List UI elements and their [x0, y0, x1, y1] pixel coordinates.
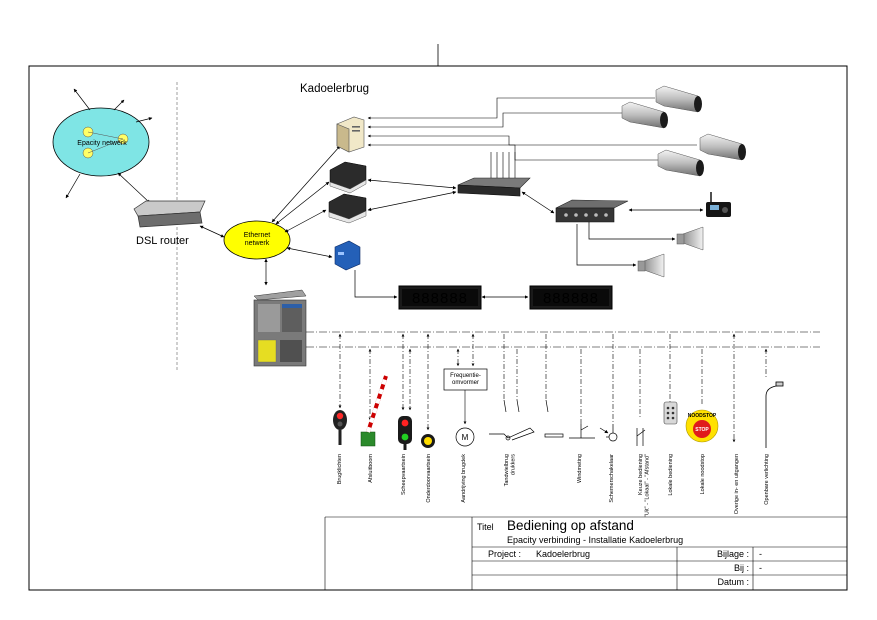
traffic-light-icon — [398, 416, 412, 450]
io-label: Brugklichten — [337, 454, 343, 484]
epacity-network-label: Epacity netwerk — [77, 140, 127, 147]
led-display-left-value: 888888 — [412, 290, 468, 307]
drawing-subtitle: Epacity verbinding - Installatie Kadoele… — [507, 535, 683, 545]
frequency-converter-label: Frequentie-omvormer — [450, 373, 481, 386]
serial-converter — [334, 240, 361, 271]
bij-value: - — [759, 563, 762, 573]
video-server — [336, 116, 365, 153]
epacity-network-cloud: Epacity netwerk — [52, 107, 150, 177]
project-label: Project : — [488, 549, 521, 559]
dsl-router-label: DSL router — [136, 235, 189, 247]
io-label: Openbare verlichting — [764, 454, 770, 505]
io-label: Overige in- en uitgangen — [734, 454, 740, 514]
emergency-stop-icon: NOODSTOP STOP — [685, 409, 719, 443]
io-label: Afsluitboom — [368, 454, 374, 483]
cloud-arrow — [113, 99, 125, 111]
site-title: Kadoelerbrug — [300, 83, 369, 95]
audio-unit — [555, 199, 629, 223]
serial-display-link — [354, 270, 398, 299]
horn-speaker-icon — [637, 253, 665, 278]
wind-sensor-icon — [569, 424, 595, 439]
emergency-stop-top-text: NOODSTOP — [688, 413, 717, 419]
barrier-icon — [360, 375, 388, 447]
io-label: Schemerschakelaar — [609, 454, 615, 503]
switch-audio-link — [521, 191, 555, 214]
cloud-arrow — [65, 173, 81, 199]
passage-signal-icon — [421, 434, 435, 448]
io-label: Tandwielbrugdrukkers — [504, 454, 517, 487]
cloud-arrow — [135, 117, 153, 123]
project-value: Kadoelerbrug — [536, 549, 590, 559]
gear-drive-icon — [489, 399, 564, 441]
dsl-router — [133, 200, 206, 228]
encoder-switch-link — [367, 178, 457, 190]
bij-label: Bij : — [734, 563, 749, 573]
encoder-switch-link — [367, 190, 457, 212]
datum-label: Datum : — [717, 577, 749, 587]
router-hub-link — [199, 225, 225, 238]
horn-speaker-icon — [676, 226, 704, 251]
drawing-title: Bediening op afstand — [507, 518, 634, 533]
cloud-arrow — [73, 88, 91, 111]
title-block — [324, 516, 847, 590]
local-control-panel-icon — [663, 401, 678, 425]
drawing-frame — [28, 65, 848, 591]
bijlage-label: Bijlage : — [717, 549, 749, 559]
camera-icon — [657, 149, 704, 177]
led-display-right-value: 888888 — [543, 290, 599, 307]
network-switch — [457, 177, 531, 197]
selector-switch-icon — [636, 428, 646, 446]
plc-controller — [253, 289, 307, 367]
emergency-stop-center-text: STOP — [695, 427, 709, 433]
video-encoder — [329, 161, 367, 194]
io-label: Lokale bediening — [668, 454, 674, 496]
io-label: Onderdoorvaartsein — [426, 454, 432, 503]
io-branches — [338, 333, 768, 443]
twilight-switch-icon — [599, 424, 618, 442]
marine-radio — [706, 192, 731, 217]
bijlage-value: - — [759, 549, 762, 559]
io-labels: Brugklichten Afsluitboom Scheepvaartsein On… — [337, 454, 770, 517]
video-encoder — [328, 193, 367, 224]
hub-serial-link — [286, 246, 333, 259]
camera-icon — [655, 85, 702, 113]
motor-icon: M — [455, 427, 475, 447]
cloud-router-link — [117, 172, 151, 204]
io-label: Lokale noodstop — [700, 454, 706, 494]
camera-icon — [621, 101, 668, 129]
io-label: Keuze bediening"Uit" - "Lokaal" - "Afsta… — [638, 454, 651, 517]
led-display-right: 888888 — [529, 285, 613, 310]
camera-icon — [699, 133, 746, 161]
audio-speaker1-link — [588, 222, 676, 241]
io-label: Windmeting — [577, 454, 583, 483]
io-label: Scheepvaartsein — [401, 454, 407, 495]
hub-encoder2-link — [284, 209, 327, 233]
audio-speaker2-link — [576, 224, 637, 267]
io-label: Aandrijving brugdek — [461, 454, 467, 503]
motor-label: M — [462, 433, 469, 442]
frequency-converter: Frequentie-omvormer — [443, 368, 488, 391]
camera-cables — [367, 97, 697, 178]
titel-label: Titel — [477, 522, 494, 532]
bridge-lights-icon — [333, 410, 347, 445]
street-light-icon — [765, 381, 784, 448]
led-display-left: 888888 — [398, 285, 482, 310]
